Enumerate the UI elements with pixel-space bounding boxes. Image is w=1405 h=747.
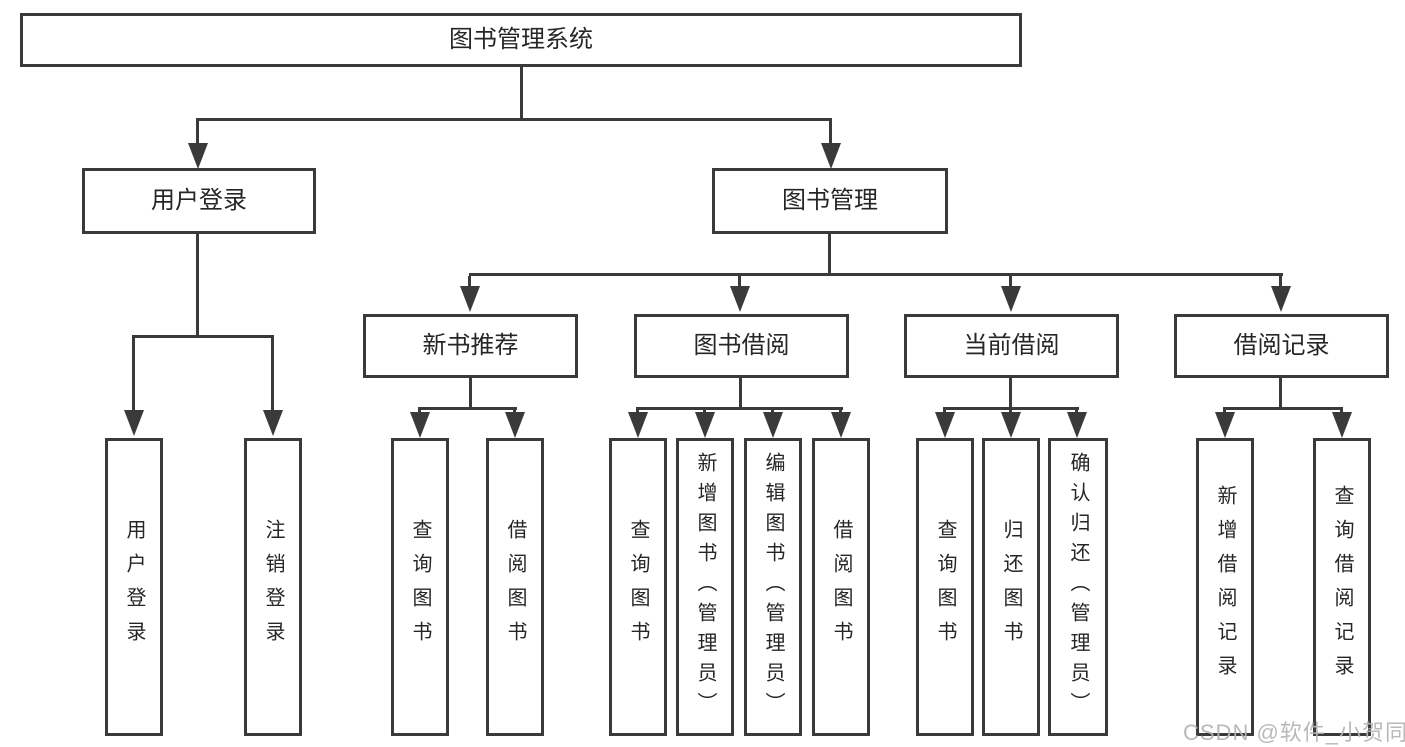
connector <box>196 121 199 145</box>
connector <box>468 276 471 288</box>
arrow-down-icon <box>188 143 208 169</box>
leaf-logout: 注销登录 <box>244 438 302 736</box>
arrow-down-icon <box>821 143 841 169</box>
node-borrowing-records: 借阅记录 <box>1174 314 1389 378</box>
node-library-system-root: 图书管理系统 <box>20 13 1022 67</box>
arrow-down-icon <box>124 410 144 436</box>
connector <box>132 335 274 338</box>
leaf-user-login: 用户登录 <box>105 438 163 736</box>
connector <box>828 234 831 273</box>
node-new-book-recommend: 新书推荐 <box>363 314 578 378</box>
connector <box>1009 378 1012 407</box>
leaf-query-borrow-record: 查询借阅记录 <box>1313 438 1371 736</box>
connector <box>636 407 843 410</box>
connector <box>520 67 523 118</box>
leaf-query-books-current: 查询图书 <box>916 438 974 736</box>
connector <box>1279 276 1282 288</box>
leaf-return-books: 归还图书 <box>982 438 1040 736</box>
connector <box>1223 407 1343 410</box>
arrow-down-icon <box>730 286 750 312</box>
connector <box>739 378 742 407</box>
arrow-down-icon <box>1001 286 1021 312</box>
connector <box>196 234 199 335</box>
connector <box>418 407 517 410</box>
arrow-down-icon <box>410 412 430 438</box>
arrow-down-icon <box>1271 286 1291 312</box>
connector <box>469 378 472 407</box>
leaf-query-books-borrow: 查询图书 <box>609 438 667 736</box>
connector <box>271 338 274 410</box>
arrow-down-icon <box>831 412 851 438</box>
leaf-confirm-return-admin: 确认归还（管理员） <box>1048 438 1108 736</box>
connector <box>738 276 741 288</box>
connector <box>943 407 1079 410</box>
leaf-edit-books-admin: 编辑图书（管理员） <box>744 438 802 736</box>
arrow-down-icon <box>935 412 955 438</box>
connector <box>1009 276 1012 288</box>
connector <box>829 121 832 145</box>
node-book-borrowing: 图书借阅 <box>634 314 849 378</box>
arrow-down-icon <box>763 412 783 438</box>
leaf-add-books-admin: 新增图书（管理员） <box>676 438 734 736</box>
connector <box>196 118 832 121</box>
arrow-down-icon <box>1215 412 1235 438</box>
connector <box>132 338 135 410</box>
node-current-borrowing: 当前借阅 <box>904 314 1119 378</box>
leaf-query-books-recommend: 查询图书 <box>391 438 449 736</box>
leaf-borrow-books-recommend: 借阅图书 <box>486 438 544 736</box>
arrow-down-icon <box>1001 412 1021 438</box>
watermark: CSDN @软件_小贺同学 <box>1183 720 1405 745</box>
arrow-down-icon <box>1067 412 1087 438</box>
connector <box>469 273 1283 276</box>
arrow-down-icon <box>695 412 715 438</box>
leaf-borrow-books: 借阅图书 <box>812 438 870 736</box>
arrow-down-icon <box>460 286 480 312</box>
leaf-add-borrow-record: 新增借阅记录 <box>1196 438 1254 736</box>
arrow-down-icon <box>505 412 525 438</box>
connector <box>1279 378 1282 407</box>
node-book-management: 图书管理 <box>712 168 948 234</box>
arrow-down-icon <box>1332 412 1352 438</box>
node-user-login: 用户登录 <box>82 168 316 234</box>
arrow-down-icon <box>263 410 283 436</box>
arrow-down-icon <box>628 412 648 438</box>
